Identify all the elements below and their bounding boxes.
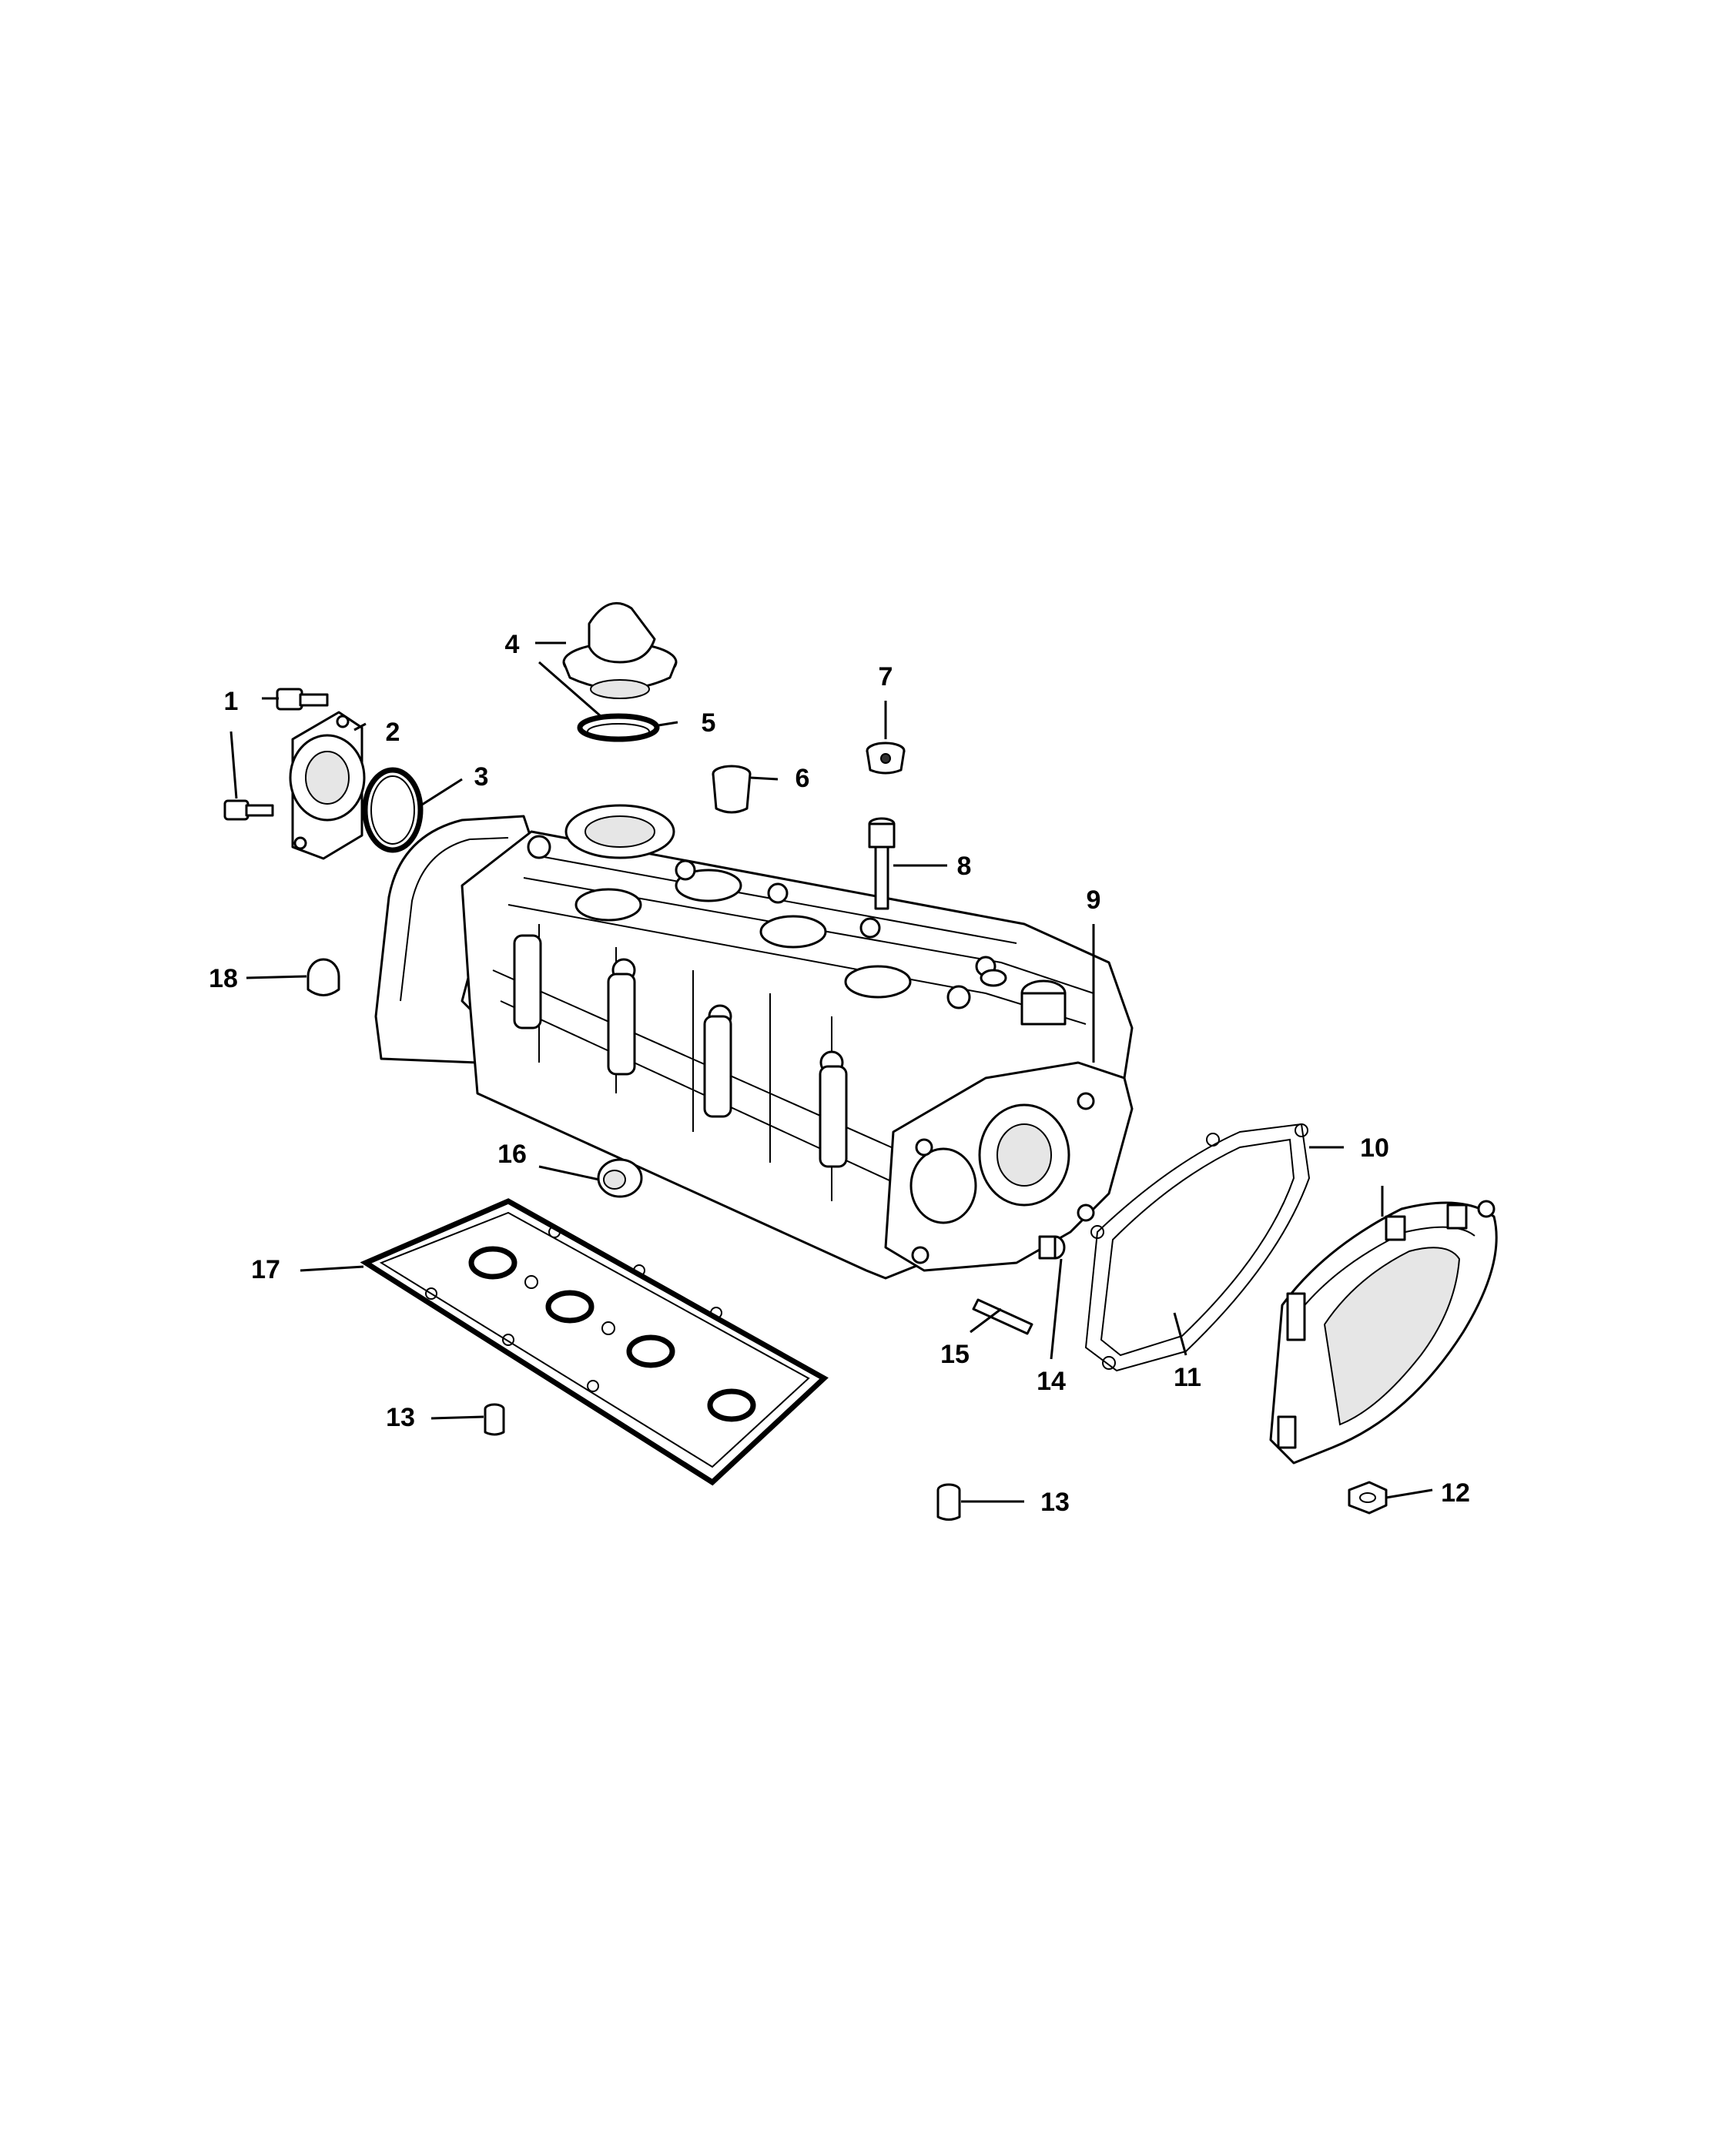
callout-10: 10 [1360,1133,1389,1163]
oil-filler-cap-part-4 [562,601,678,699]
callout-1: 1 [224,687,239,716]
callout-14: 14 [1037,1367,1066,1396]
pin-part-15 [972,1298,1033,1335]
callout-5: 5 [702,708,716,738]
flange-nut-part-12 [1348,1481,1388,1515]
dowel-pin-part-13-right [936,1483,961,1521]
grommet-part-16 [597,1158,643,1198]
callout-15: 15 [940,1340,970,1369]
callout-labels: 1 2 3 4 5 6 7 8 9 10 11 12 13 13 14 15 1… [209,630,1470,1517]
callout-12: 12 [1441,1478,1470,1508]
long-bolt-part-8 [868,817,896,910]
callout-11: 11 [1174,1363,1201,1392]
callout-2: 2 [386,718,400,747]
plug-part-18 [306,958,340,996]
callout-16: 16 [497,1140,527,1169]
callout-7: 7 [879,662,893,691]
callout-17: 17 [251,1255,280,1284]
grommet-part-6 [712,765,752,814]
filler-cap-seal-part-5 [577,713,660,742]
bolt-part-1-upper [276,688,329,711]
dowel-pin-part-13-left [484,1403,505,1436]
bolt-part-1-lower [223,799,274,821]
end-cover-part-10 [1269,1200,1498,1465]
seal-part-14 [1038,1235,1066,1260]
callout-9: 9 [1087,886,1101,915]
callout-8: 8 [957,852,972,881]
cylinder-head-cover [374,804,1134,1280]
callout-3: 3 [474,762,489,792]
end-cover-gasket-part-11 [1084,1123,1311,1372]
valve-cover-gasket-part-17 [360,1198,829,1486]
callout-13: 13 [1040,1488,1070,1517]
leader-lines [229,641,1433,1503]
callout-13: 13 [386,1403,415,1432]
callout-4: 4 [505,630,520,659]
callout-18: 18 [209,964,238,993]
o-ring-part-3 [362,767,424,853]
cap-bolt-part-7 [866,742,906,775]
callout-6: 6 [796,764,810,793]
bracket-housing-part-2 [289,711,366,860]
